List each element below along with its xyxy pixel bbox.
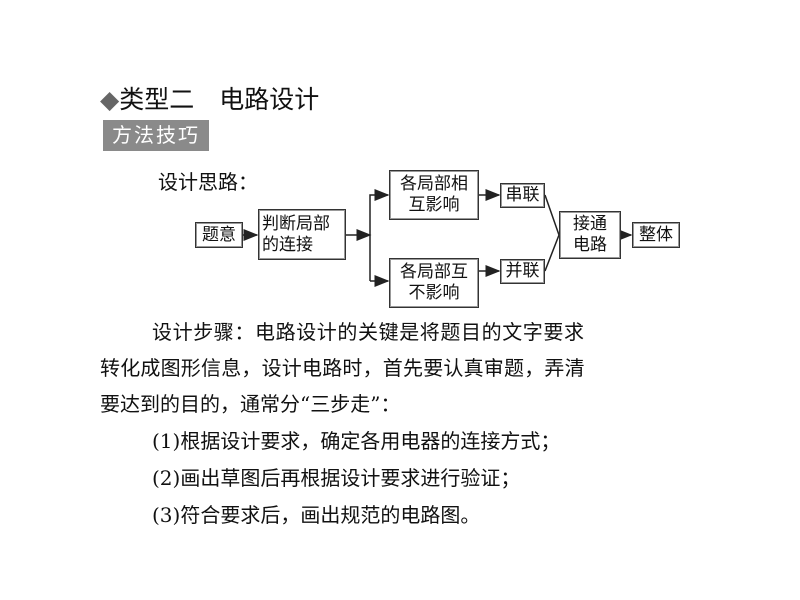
body-line: 设计步骤：电路设计的关键是将题目的文字要求 <box>152 320 585 344</box>
flow-node-parallel: 并联 <box>500 259 545 284</box>
flow-text: 各局部互 <box>400 262 468 282</box>
flow-node-whole: 整体 <box>632 222 680 248</box>
body-line: 转化成图形信息，设计电路时，首先要认真审题，弄清 <box>100 356 585 380</box>
step-2: (2)画出草图后再根据设计要求进行验证； <box>152 466 521 490</box>
section-title-text: 类型二 电路设计 <box>119 85 320 114</box>
body-line: 要达到的目的，通常分“三步走”： <box>100 392 401 416</box>
merge-line <box>544 194 560 272</box>
flow-text: 不影响 <box>408 283 460 303</box>
idea-label: 设计思路： <box>158 170 258 194</box>
flow-text: 判断局部 <box>262 213 330 234</box>
flow-node-series: 串联 <box>500 183 545 208</box>
flow-node-topic: 题意 <box>195 222 243 248</box>
step-1: (1)根据设计要求，确定各用电器的连接方式； <box>152 429 561 453</box>
step-3: (3)符合要求后，画出规范的电路图。 <box>152 503 481 527</box>
flow-node-independent: 各局部互不影响 <box>389 258 479 308</box>
flow-node-connect: 接通电路 <box>559 211 621 259</box>
flow-text: 各局部相 <box>400 174 468 194</box>
flow-text: 的连接 <box>262 234 313 255</box>
flow-node-judge: 判断局部的连接 <box>258 209 346 260</box>
flow-text: 电路 <box>573 235 607 255</box>
method-badge: 方法技巧 <box>103 120 209 151</box>
flow-node-mutual: 各局部相互影响 <box>389 170 479 220</box>
diamond-icon: ◆ <box>100 85 120 114</box>
flow-text: 互影响 <box>408 195 460 215</box>
arrow <box>369 189 390 281</box>
section-title: ◆类型二 电路设计 <box>100 80 319 116</box>
flow-text: 接通 <box>573 214 607 234</box>
